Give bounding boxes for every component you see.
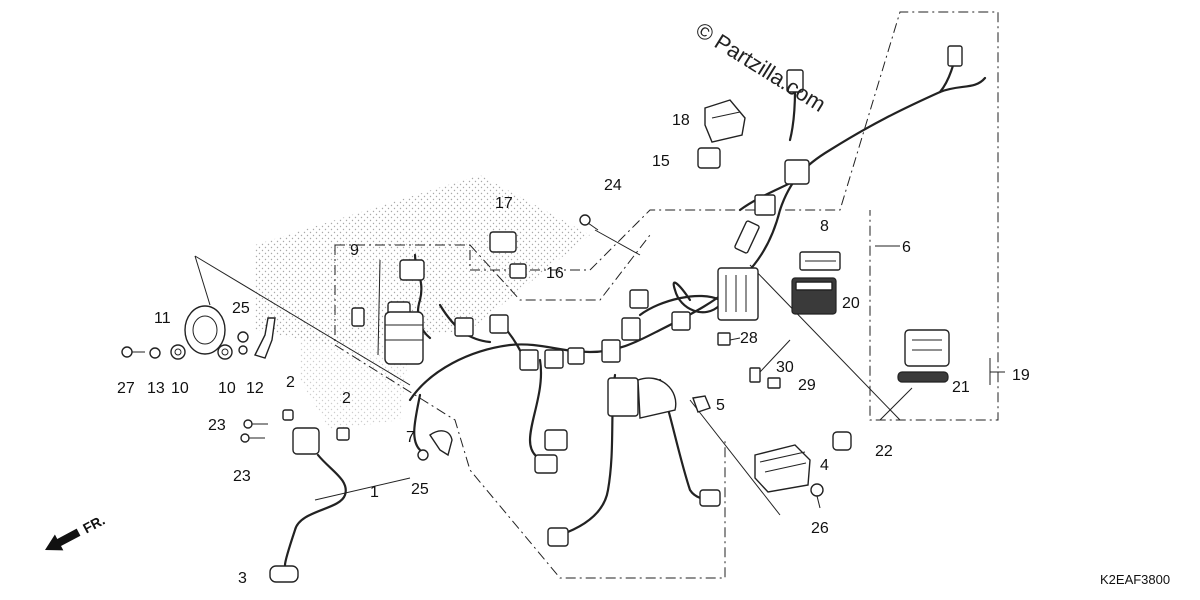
part-30	[749, 367, 761, 383]
callout-23b: 23	[233, 468, 251, 485]
leader-22	[689, 399, 781, 516]
boundary-frame-main	[335, 11, 999, 421]
part-2-clips	[282, 409, 350, 441]
callout-2b: 2	[342, 390, 351, 407]
leader-30	[759, 339, 791, 373]
callout-21: 21	[952, 379, 970, 396]
ignition-coil	[351, 307, 424, 365]
washers	[149, 344, 233, 360]
part-20	[791, 277, 837, 315]
diagram-code: K2EAF3800	[1100, 572, 1170, 587]
callout-24: 24	[604, 177, 622, 194]
harness-connectors	[387, 45, 963, 547]
boundary-frame-harness	[469, 234, 651, 301]
callout-13: 13	[147, 380, 165, 397]
part-25-bolt-b	[417, 449, 429, 461]
leader-11b	[194, 255, 211, 306]
callout-28: 28	[740, 330, 758, 347]
callout-7: 7	[406, 429, 415, 446]
part-18	[704, 99, 746, 143]
callout-labels: 1 2 2 3 4 5 6 7 8 9 10 10 11 12 13 15 16…	[117, 112, 1030, 587]
callout-5: 5	[716, 397, 725, 414]
part-16	[509, 263, 527, 279]
part-5	[692, 395, 711, 413]
part-21	[897, 371, 949, 383]
callout-11: 11	[154, 310, 171, 327]
callout-18: 18	[672, 112, 690, 129]
leader-9	[377, 259, 381, 356]
callout-17: 17	[495, 195, 513, 212]
callout-19: 19	[1012, 367, 1030, 384]
part-28	[717, 332, 731, 346]
part-15	[697, 147, 721, 169]
boundary-frame-lower	[334, 245, 726, 579]
direction-label: FR.	[80, 512, 107, 537]
leader-21	[879, 387, 913, 421]
relay-block	[607, 377, 677, 419]
part-7-clamp	[429, 430, 453, 457]
callout-2a: 2	[286, 374, 295, 391]
part-25-bolt-a	[237, 331, 249, 355]
part-19	[904, 329, 950, 367]
part-1-plug-lead	[283, 427, 347, 567]
callout-12: 12	[246, 380, 264, 397]
leader-1	[314, 477, 411, 501]
callout-4: 4	[820, 457, 829, 474]
callout-8: 8	[820, 218, 829, 235]
arrow-fr-icon: FR.	[45, 512, 108, 551]
leader-24	[594, 229, 641, 256]
leader-28	[729, 337, 741, 341]
part-23-bolts	[240, 419, 268, 443]
part-29	[767, 377, 781, 389]
control-unit	[717, 267, 759, 321]
callout-27: 27	[117, 380, 135, 397]
callout-23a: 23	[208, 417, 226, 434]
callout-1: 1	[370, 484, 379, 501]
part-11-horn	[184, 305, 226, 355]
part-22	[832, 431, 852, 451]
callout-22: 22	[875, 443, 893, 460]
callout-30: 30	[776, 359, 794, 376]
callout-10b: 10	[218, 380, 236, 397]
part-3-plug-cap	[269, 565, 299, 583]
callout-3: 3	[238, 570, 247, 587]
part-24-bolt	[579, 214, 599, 231]
part-17	[489, 231, 517, 253]
watermark: © Partzilla.com	[691, 17, 830, 117]
callout-16: 16	[546, 265, 564, 282]
part-27-bolt	[121, 346, 145, 358]
shading-area-lower	[300, 330, 410, 430]
leader-11	[194, 255, 411, 386]
callout-25b: 25	[411, 481, 429, 498]
part-8	[799, 251, 841, 271]
part-12-bracket	[254, 317, 276, 359]
callout-15: 15	[652, 153, 670, 170]
part-4-regulator	[754, 444, 811, 493]
part-26-bolt	[810, 483, 824, 509]
callout-9: 9	[350, 242, 359, 259]
callout-20: 20	[842, 295, 860, 312]
callout-10a: 10	[171, 380, 189, 397]
leader-8	[749, 264, 901, 421]
callout-25a: 25	[232, 300, 250, 317]
callout-6: 6	[902, 239, 911, 256]
callout-26: 26	[811, 520, 829, 537]
callout-29: 29	[798, 377, 816, 394]
